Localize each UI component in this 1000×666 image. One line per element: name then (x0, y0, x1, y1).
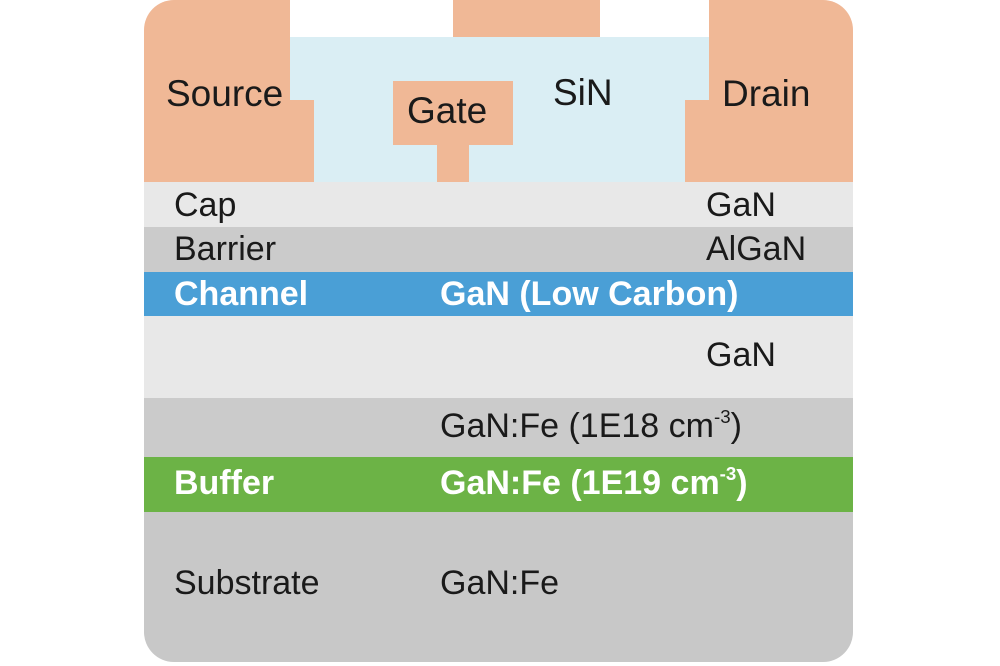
sin-label: SiN (553, 72, 613, 113)
gate-head (393, 81, 513, 145)
buffer-name: Buffer (174, 464, 275, 502)
top-center-metal-pad (453, 0, 600, 37)
cap-layer (144, 182, 853, 227)
source-contact (144, 0, 290, 182)
fe-doped-1e18-material: GaN:Fe (1E18 cm-3) (440, 405, 742, 445)
channel-material: GaN (Low Carbon) (440, 275, 739, 313)
drain-contact-step (685, 100, 709, 182)
drain-contact (709, 0, 853, 182)
barrier-layer (144, 227, 853, 272)
hemt-cross-section: SiN Source Gate Drain Cap GaN Barrier Al… (144, 0, 853, 662)
barrier-material: AlGaN (706, 230, 807, 268)
cap-name: Cap (174, 186, 237, 224)
substrate-name: Substrate (174, 564, 320, 602)
drain-label: Drain (722, 73, 811, 114)
barrier-name: Barrier (174, 230, 277, 268)
channel-name: Channel (174, 275, 309, 313)
gate-foot (437, 145, 469, 182)
exponent: -3 (713, 405, 731, 427)
buffer-layer (144, 457, 853, 512)
cap-material: GaN (706, 186, 776, 224)
source-label: Source (166, 73, 284, 114)
exponent: -3 (719, 462, 737, 484)
buffer-material: GaN:Fe (1E19 cm-3) (440, 462, 748, 502)
fe-doped-1e18-layer (144, 398, 853, 457)
source-contact-step (290, 100, 314, 182)
gan-layer (144, 316, 853, 398)
substrate-layer (144, 512, 853, 662)
channel-layer (144, 272, 853, 316)
substrate-material: GaN:Fe (440, 564, 560, 602)
gan-material: GaN (706, 336, 776, 374)
gate-label: Gate (407, 90, 488, 131)
